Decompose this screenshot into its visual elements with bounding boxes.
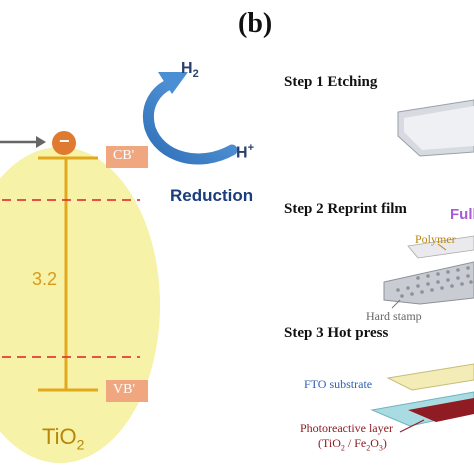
photoreactive-formula: (TiO2 / Fe2O3) [318, 436, 387, 453]
polymer-label: Polymer [415, 232, 456, 246]
reduction-arrow-head [158, 72, 188, 94]
tio2-ellipse [0, 147, 160, 463]
band-gap-value: 3.2 [32, 269, 58, 289]
vb-box [106, 380, 148, 402]
step3-fto-substrate [386, 363, 474, 391]
step1-label: Step 1 Etching [284, 74, 378, 90]
vb-label: VB' [113, 382, 135, 397]
electron-symbol: − [59, 131, 70, 151]
reduction-arrow [143, 78, 238, 165]
step3-photoreactive-layer [408, 398, 474, 422]
photoreactive-layer-label: Photoreactive layer [300, 421, 393, 435]
reduction-label: Reduction [170, 186, 254, 205]
fto-substrate-label: FTO substrate [304, 377, 373, 391]
step2-polymer-layer [407, 235, 474, 259]
step2-stamp-dots [396, 266, 473, 298]
cb-label: CB' [113, 148, 135, 163]
step1-substrate-top [404, 106, 474, 150]
photo-layer-leader [399, 419, 425, 433]
panel-label: (b) [238, 8, 273, 39]
polymer-leader [437, 243, 447, 251]
product-label: H2 [181, 60, 199, 81]
material-label: TiO2 [42, 424, 85, 453]
incoming-arrow-head [36, 136, 46, 148]
reactant-label: H+ [236, 142, 254, 162]
cb-box [106, 146, 148, 168]
hard-stamp-leader [391, 299, 401, 309]
electron-circle [52, 131, 76, 155]
step2-label: Step 2 Reprint film [284, 201, 407, 217]
full-cut-label: Full [450, 206, 474, 223]
step3-label: Step 3 Hot press [284, 325, 389, 341]
hard-stamp-label: Hard stamp [366, 309, 422, 323]
